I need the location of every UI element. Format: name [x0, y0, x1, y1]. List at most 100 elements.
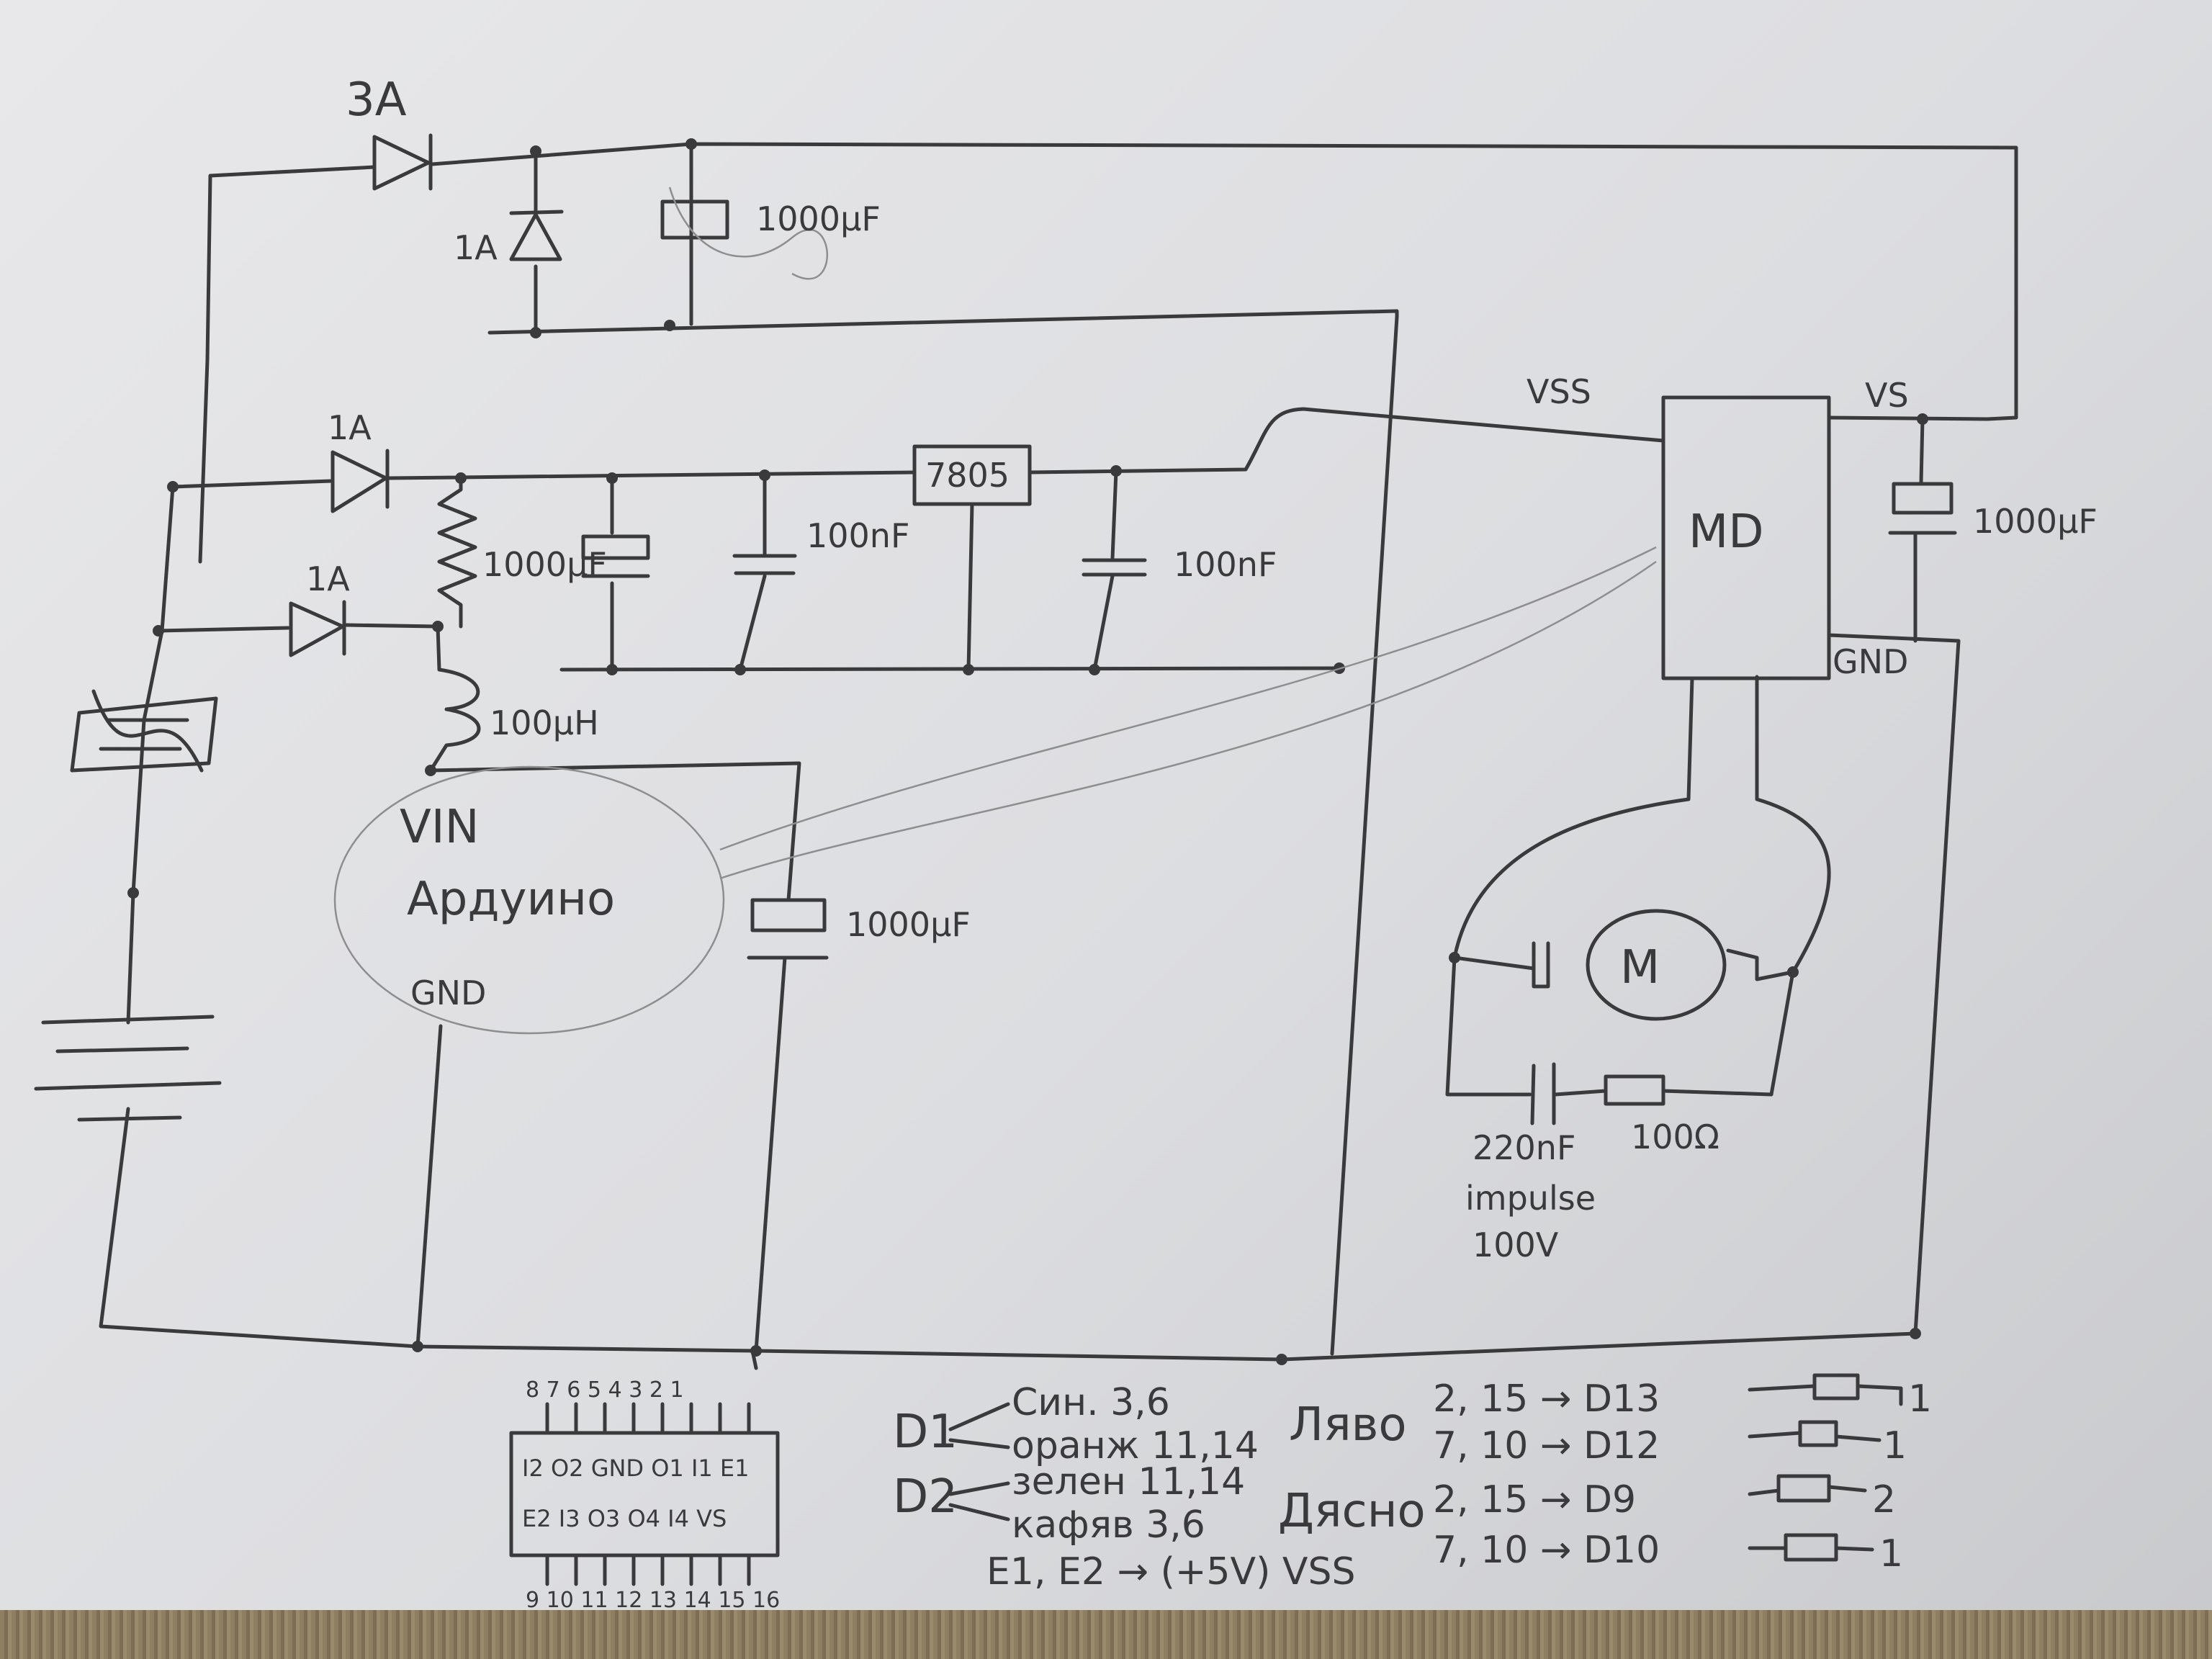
label-1a-top: 1A	[454, 228, 498, 267]
node	[1449, 952, 1460, 963]
chip-bottom-pins: 9 10 11 12 13 14 15 16	[526, 1588, 780, 1613]
label-cap-100nf-1: 100nF	[806, 516, 909, 555]
note-map-2: 7, 10 → D12	[1433, 1424, 1660, 1467]
node	[412, 1341, 423, 1352]
wire-top	[208, 142, 2018, 421]
wire-bottom-rail	[559, 666, 1341, 672]
label-cap-1000-right: 1000µF	[1973, 502, 2098, 541]
label-1a-mid: 1A	[328, 408, 372, 447]
node	[530, 327, 541, 338]
node	[606, 664, 618, 675]
wire-snubber	[1445, 956, 1795, 1097]
note-left: Ляво	[1289, 1398, 1407, 1452]
node	[606, 472, 618, 484]
label-vin: VIN	[400, 801, 480, 854]
diode-1a-low	[289, 600, 346, 657]
chip-row-1: I2 O2 GND O1 I1 E1	[522, 1455, 750, 1482]
note-right: Дясно	[1278, 1485, 1426, 1538]
wire-motor-terminals	[1452, 941, 1795, 989]
node	[685, 138, 697, 150]
note-end-1: 1	[1908, 1377, 1932, 1421]
note-d2-b: кафяв 3,6	[1012, 1503, 1205, 1547]
wire-md-gnd	[1827, 633, 1961, 1336]
label-gnd-md: GND	[1833, 642, 1908, 681]
diode-3a	[372, 133, 433, 191]
node	[963, 664, 974, 675]
label-cap-top: 1000µF	[756, 199, 881, 238]
motor-circle	[1586, 909, 1727, 1021]
arduino-outline	[333, 765, 725, 1035]
capacitor-1000uf-right	[1888, 417, 1957, 643]
label-vs: VS	[1865, 376, 1909, 415]
snubber-capacitor	[1530, 1062, 1556, 1125]
note-end-3: 2	[1872, 1478, 1896, 1521]
capacitor-1000uf-left	[581, 476, 650, 672]
regulator-7805	[912, 444, 1032, 672]
wire-arduino-gnd	[415, 1024, 443, 1349]
chip-pinout	[509, 1349, 780, 1586]
carpet-background	[0, 1610, 2212, 1659]
label-md: MD	[1689, 505, 1764, 559]
diode-1a-top	[509, 210, 564, 261]
node	[127, 887, 139, 899]
chip-row-2: E2 I3 O3 O4 I4 VS	[522, 1505, 727, 1532]
wire-low-rail	[156, 623, 440, 633]
node	[1787, 966, 1799, 978]
label-snubber-cap: 220nF	[1473, 1128, 1575, 1167]
label-inductor: 100µH	[490, 703, 599, 742]
note-end-2: 1	[1883, 1424, 1907, 1467]
battery	[34, 1015, 222, 1122]
label-snubber-res: 100Ω	[1631, 1118, 1719, 1156]
note-d1-a: Син. 3,6	[1012, 1381, 1170, 1424]
motor-driver-box	[1661, 395, 1831, 680]
note-enable: E1, E2 → (+5V) VSS	[986, 1550, 1355, 1593]
node	[1276, 1354, 1287, 1365]
label-cap-1000-mid: 1000µF	[846, 905, 971, 944]
label-gnd-arduino: GND	[410, 974, 486, 1012]
label-snubber-note: impulse	[1465, 1179, 1596, 1218]
label-7805: 7805	[925, 456, 1010, 495]
wire-1a-top	[534, 142, 693, 333]
diode-1a-mid	[331, 449, 390, 513]
wire-vs	[1827, 415, 1990, 421]
label-vss: VSS	[1527, 372, 1591, 411]
node	[1917, 413, 1928, 425]
label-3a: 3A	[346, 73, 407, 127]
node	[1110, 465, 1122, 477]
wire-top-left	[198, 174, 212, 564]
wire-top-return	[487, 309, 1399, 1356]
note-map-1: 2, 15 → D13	[1433, 1377, 1660, 1421]
wire-left-main	[99, 485, 1917, 1362]
label-snubber-volt: 100V	[1473, 1226, 1559, 1264]
capacitor-100nf-1	[732, 473, 797, 672]
note-map-3: 2, 15 → D9	[1433, 1478, 1636, 1521]
node	[530, 145, 541, 157]
node	[1089, 664, 1100, 675]
capacitor-100nf-2	[1082, 469, 1147, 672]
label-motor: M	[1620, 941, 1660, 994]
snubber-resistor	[1604, 1074, 1665, 1106]
wire-mid-rail	[171, 407, 1665, 489]
note-arrows	[948, 1402, 1010, 1521]
note-end-4: 1	[1879, 1532, 1903, 1575]
label-cap-1000-left: 1000µF	[482, 545, 607, 584]
wire-arduino-signal	[719, 546, 1657, 880]
resistor-symbols-notes	[1748, 1373, 1903, 1562]
note-map-4: 7, 10 → D10	[1433, 1529, 1660, 1572]
node	[455, 472, 467, 484]
note-d1-b: оранж 11,14	[1012, 1424, 1259, 1467]
label-cap-100nf-2: 100nF	[1174, 545, 1277, 584]
inductor-vertical	[428, 624, 481, 773]
note-d1: D1	[893, 1406, 958, 1459]
node	[664, 320, 675, 331]
wire-motor-outputs	[1452, 675, 1831, 974]
capacitor-1000uf-mid	[747, 898, 829, 1353]
capacitor-top	[660, 186, 828, 280]
resistor-vertical	[437, 473, 477, 629]
node	[759, 469, 770, 481]
chip-top-pins: 8 7 6 5 4 3 2 1	[526, 1377, 684, 1403]
note-d2: D2	[893, 1470, 958, 1524]
node	[432, 621, 444, 632]
label-1a-low: 1A	[306, 559, 350, 598]
